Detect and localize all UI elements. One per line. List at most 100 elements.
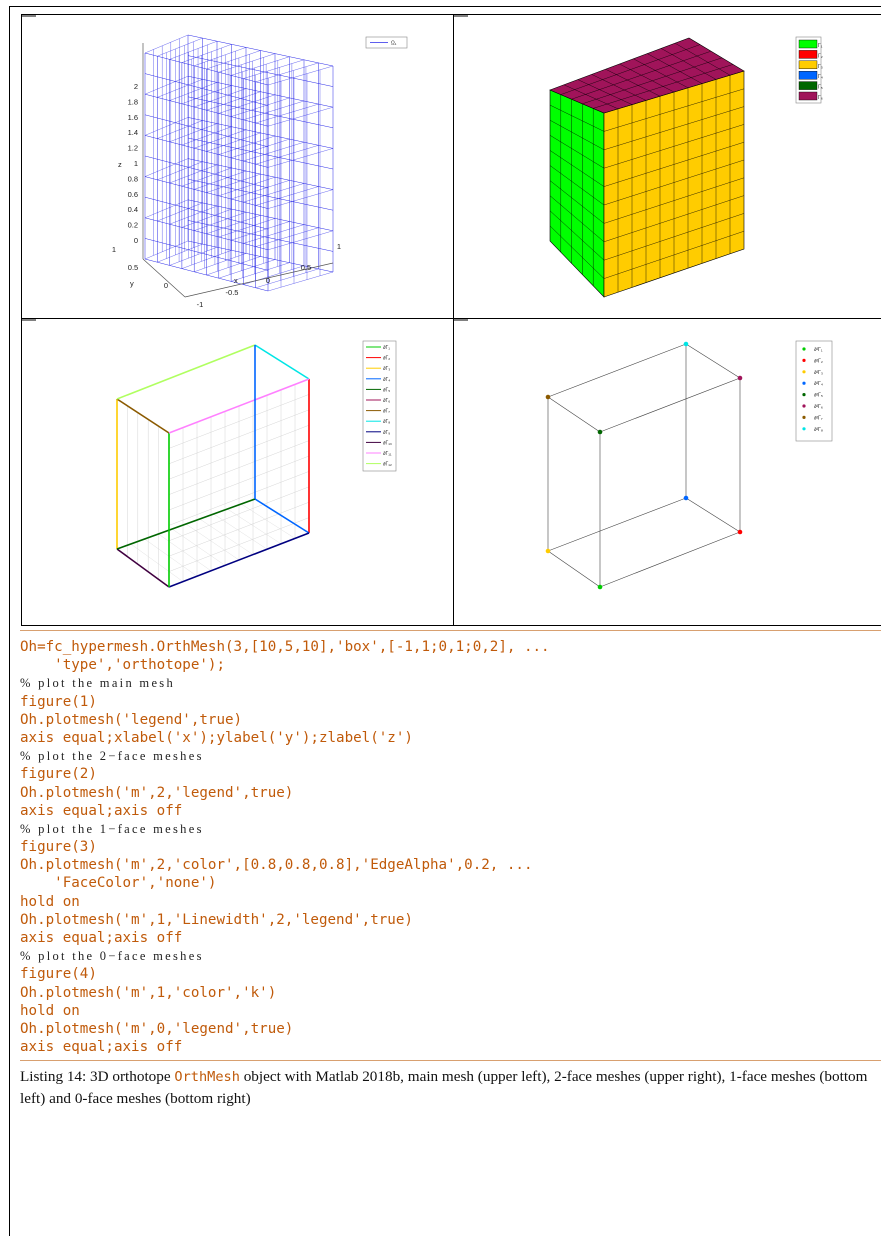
code-line: axis equal;axis off — [20, 1039, 183, 1056]
mesh-line — [194, 170, 247, 190]
mesh-line — [619, 63, 675, 93]
edge-line — [547, 497, 687, 552]
edge-line — [116, 398, 170, 434]
listing-caption: Listing 14: 3D orthotope OrthMesh object… — [20, 1066, 876, 1109]
mesh-line — [169, 123, 218, 142]
mesh-line — [563, 84, 619, 109]
legend-label: ∂²Γ₁ — [814, 347, 823, 353]
mesh-line — [144, 34, 189, 54]
code-comment-line: % plot the 0−face meshes — [20, 949, 204, 964]
mesh-line — [168, 502, 310, 557]
vertex-point — [737, 529, 743, 535]
z-tick-label: 0.4 — [128, 205, 138, 214]
mesh-line — [255, 268, 319, 288]
mesh-line — [577, 79, 633, 105]
mesh-line — [169, 247, 218, 266]
mesh-line — [603, 159, 745, 206]
y-axis — [142, 258, 186, 298]
mesh-line — [144, 240, 189, 260]
vertex-point — [597, 584, 603, 590]
face1-mesh-plot: ∂Γ₁∂Γ₂∂Γ₃∂Γ₄∂Γ₅∂Γ₆∂Γ₇∂Γ₈∂Γ₉∂Γ₁₀∂Γ₁₁∂Γ₁₂ — [22, 319, 397, 588]
edge-line — [547, 343, 687, 398]
mesh-line — [181, 167, 232, 187]
legend-label: ∂²Γ₈ — [814, 427, 823, 433]
code-line: 'FaceColor','none') — [20, 875, 217, 892]
mesh-line — [231, 180, 290, 200]
mesh-line — [168, 517, 310, 572]
face0-mesh-plot: ∂²Γ₁∂²Γ₂∂²Γ₃∂²Γ₄∂²Γ₅∂²Γ₆∂²Γ₇∂²Γ₈ — [454, 319, 833, 590]
mesh-line — [603, 124, 745, 169]
face-gamma1 — [549, 89, 605, 298]
vertex-point — [737, 375, 743, 381]
mesh-line — [181, 44, 232, 63]
legend-label: ∂Γ₅ — [383, 387, 390, 393]
mesh-line — [144, 155, 269, 189]
mesh-line — [157, 161, 203, 180]
code-top-rule — [20, 630, 881, 631]
main-mesh-plot: 21.81.61.41.210.80.60.40.20z-1-0.500.51x… — [22, 15, 408, 309]
code-line: Oh.plotmesh('m',2,'legend',true) — [20, 784, 294, 801]
z-tick-label: 1 — [134, 159, 138, 168]
code-line: figure(2) — [20, 766, 97, 783]
mesh-line — [231, 262, 290, 282]
mesh-line — [144, 238, 269, 271]
legend-marker — [802, 358, 806, 362]
edge-line — [547, 550, 601, 588]
mesh-line — [157, 37, 203, 57]
z-tick-label: 1.2 — [128, 144, 138, 153]
mesh-line — [158, 533, 212, 571]
mesh-line — [267, 65, 334, 86]
legend-marker — [802, 393, 806, 397]
mesh-line — [633, 58, 689, 88]
x-tick-label: -0.5 — [226, 288, 239, 297]
mesh-line — [231, 138, 290, 158]
mesh-line — [605, 69, 661, 97]
z-tick-label: 0 — [134, 236, 138, 245]
mesh-line — [227, 508, 282, 544]
legend-swatch — [798, 50, 818, 59]
mesh-line — [218, 259, 276, 279]
mesh-line — [206, 91, 261, 111]
z-tick-label: 0.2 — [128, 221, 138, 230]
edge-line — [599, 531, 741, 588]
vertex-point — [597, 429, 603, 435]
mesh-line — [241, 503, 296, 539]
z-tick-label: 1.8 — [128, 97, 138, 106]
mesh-line — [181, 250, 232, 269]
mesh-line — [157, 243, 203, 263]
edge-line — [599, 377, 741, 433]
x-tick-label: 0.5 — [301, 263, 311, 272]
mesh-line — [549, 104, 605, 132]
code-comment-line: % plot the 1−face meshes — [20, 821, 204, 836]
mesh-line — [206, 50, 261, 70]
code-line: Oh.plotmesh('m',0,'legend',true) — [20, 1020, 294, 1037]
legend-marker — [802, 347, 806, 351]
legend-label: Γ₆ — [818, 95, 823, 101]
mesh-line — [144, 73, 269, 106]
mesh-line — [206, 173, 261, 193]
edge-line — [116, 498, 256, 550]
legend-box — [795, 340, 833, 442]
mesh-line — [169, 205, 218, 225]
face-gamma6 — [549, 37, 745, 114]
mesh-line — [267, 230, 334, 250]
mesh-line — [194, 47, 247, 66]
x-tick-label: 1 — [337, 242, 341, 251]
mesh-line — [674, 43, 731, 76]
mesh-line — [144, 117, 189, 136]
code-line: figure(4) — [20, 966, 97, 983]
mesh-line — [603, 142, 745, 187]
mesh-line — [169, 82, 218, 101]
code-bottom-rule — [20, 1060, 881, 1061]
mesh-line — [218, 177, 276, 196]
edge-line — [254, 498, 310, 534]
legend-label: ∂Γ₄ — [383, 377, 390, 383]
z-tick-label: 0.6 — [128, 190, 138, 199]
x-axis — [184, 262, 334, 298]
mesh-line — [172, 528, 226, 566]
mesh-line — [603, 213, 745, 261]
caption-suffix: object with Matlab 2018b, main mesh (upp… — [20, 1068, 868, 1107]
mesh-line — [169, 164, 218, 184]
mesh-line — [549, 150, 605, 187]
